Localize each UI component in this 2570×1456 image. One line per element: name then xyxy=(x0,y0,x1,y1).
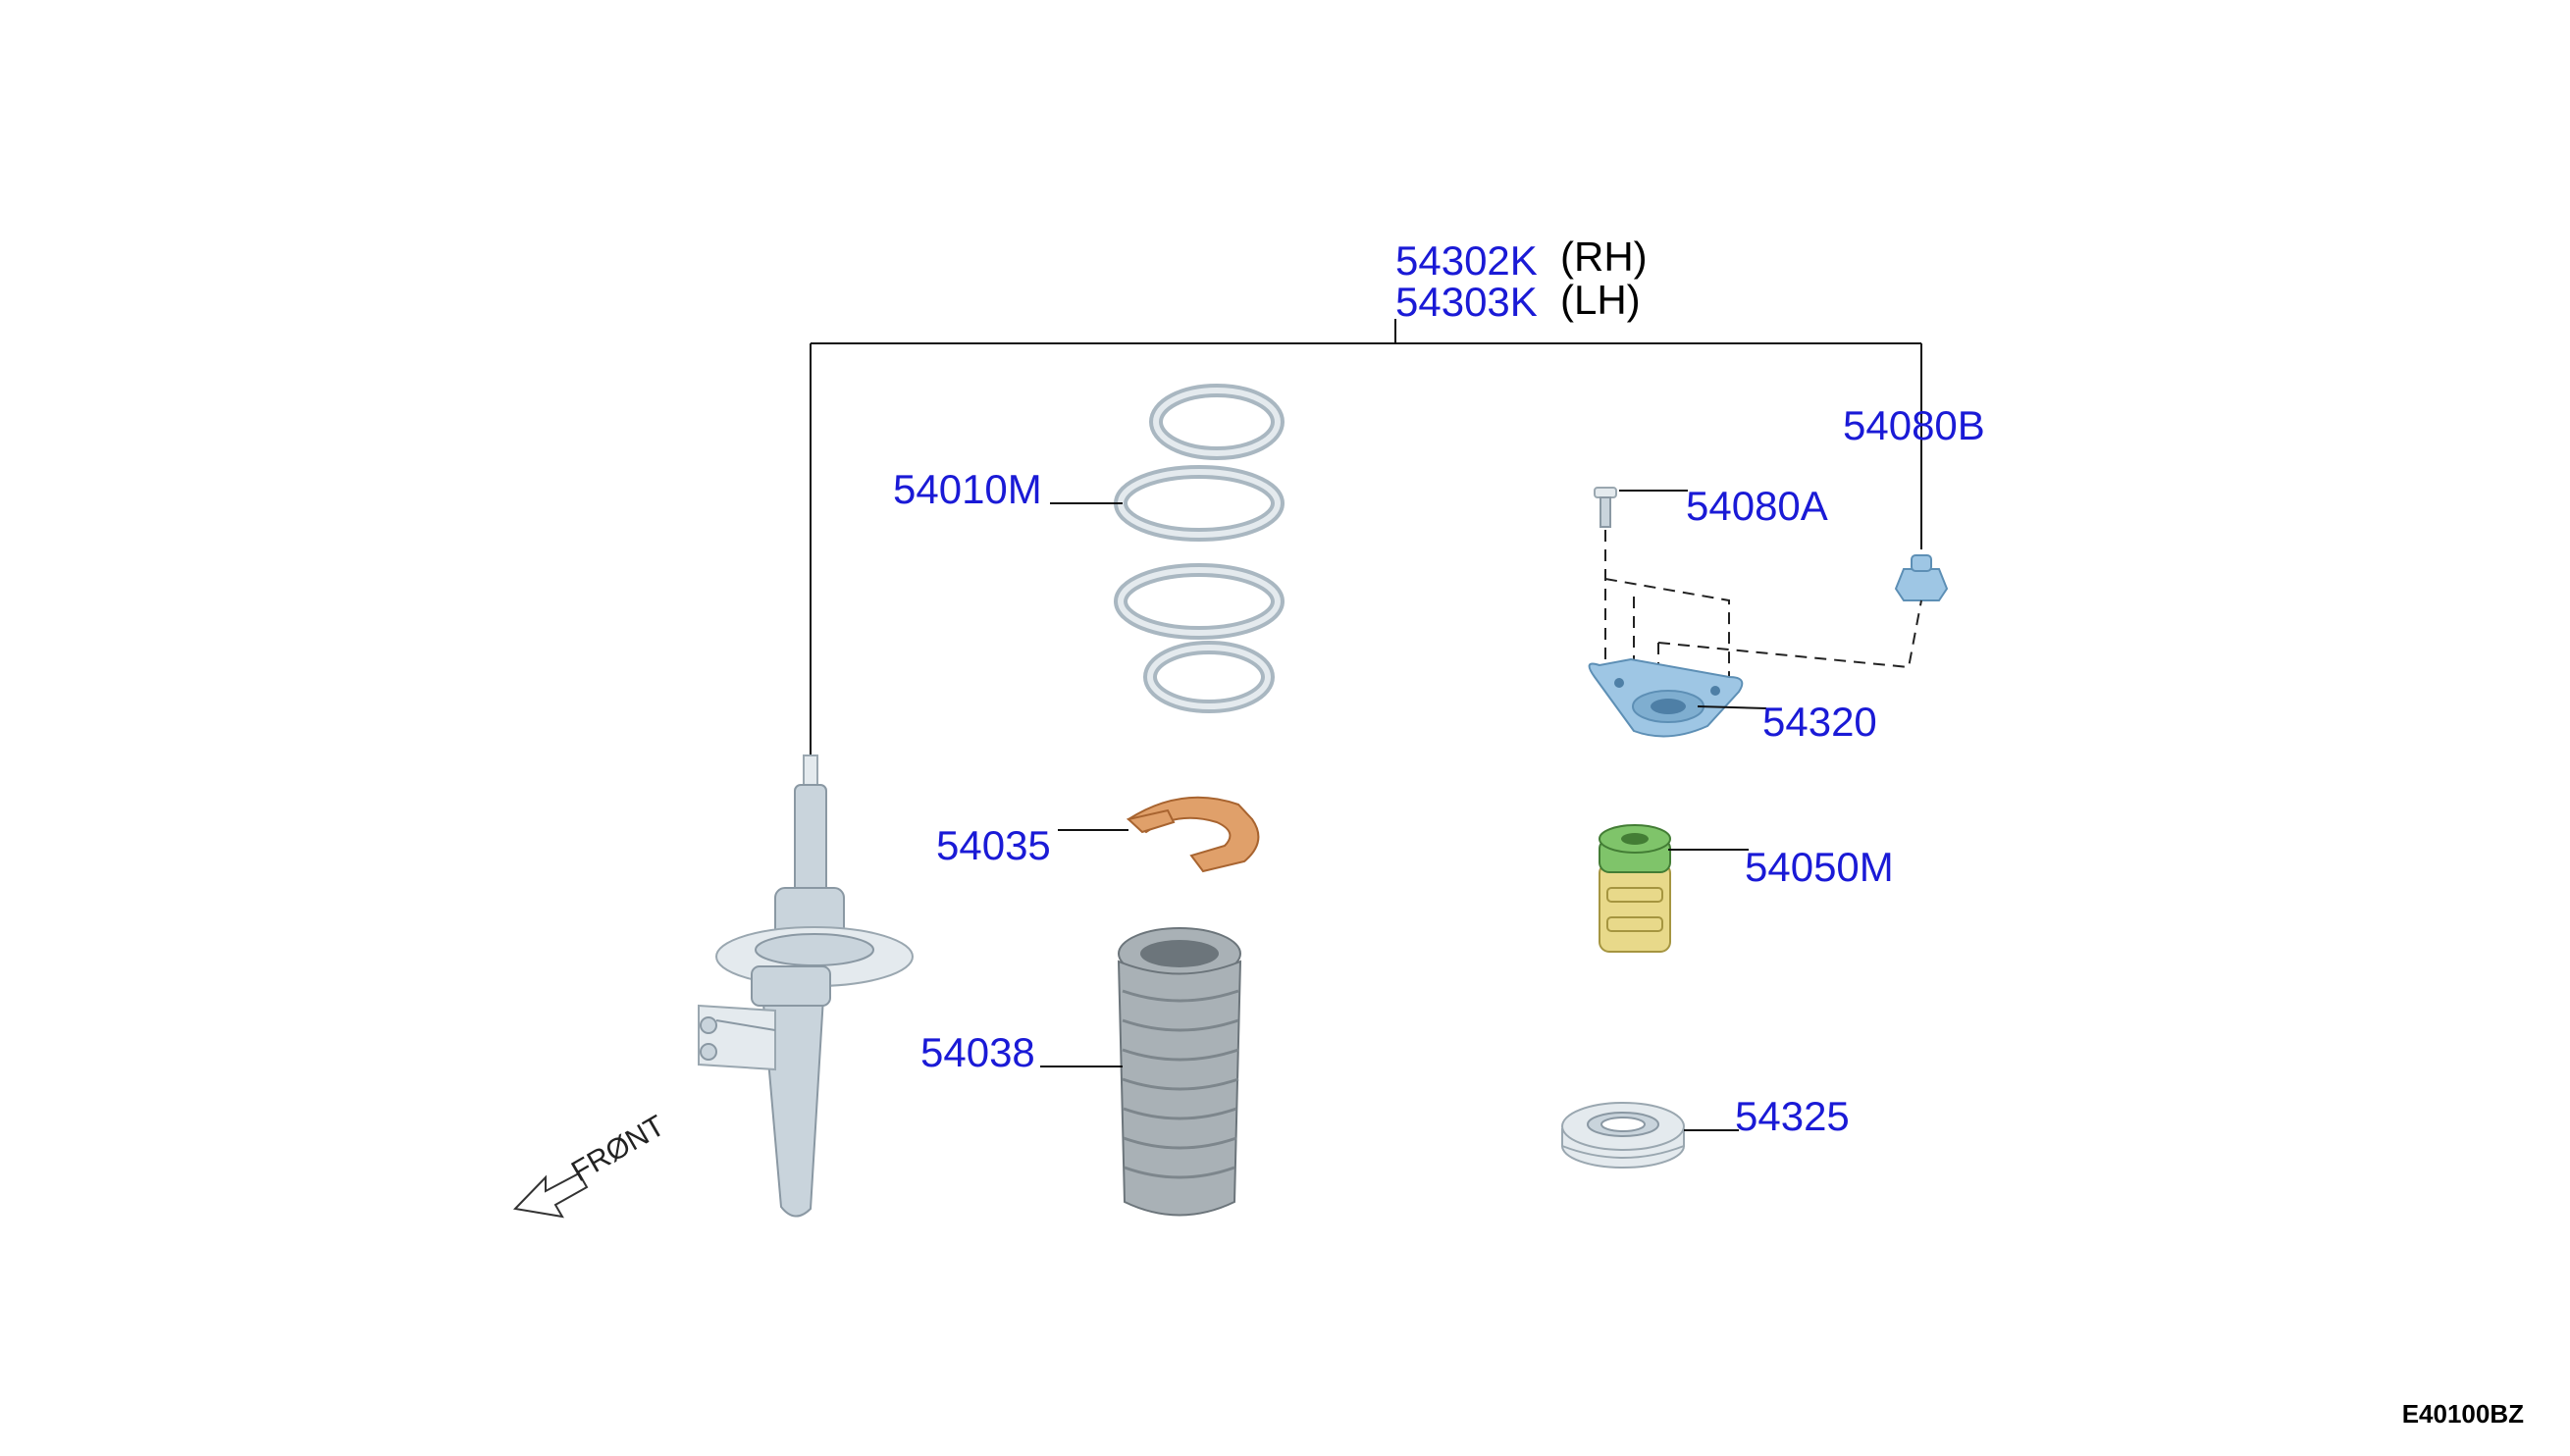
part-number-54050M[interactable]: 54050M xyxy=(1745,844,1894,890)
part-number-54320[interactable]: 54320 xyxy=(1762,699,1877,745)
part-number-54038[interactable]: 54038 xyxy=(920,1029,1035,1075)
assembly-rh-side: (RH) xyxy=(1560,234,1648,280)
part-number-54035[interactable]: 54035 xyxy=(936,822,1051,868)
bound-bumper-illustration xyxy=(1599,824,1671,953)
part-number-54325[interactable]: 54325 xyxy=(1735,1093,1850,1139)
diagram-code: E40100BZ xyxy=(2402,1399,2524,1429)
assembly-rh-part-number[interactable]: 54302K xyxy=(1395,237,1538,284)
assembly-bracket xyxy=(810,319,1922,755)
part-number-54080B[interactable]: 54080B xyxy=(1843,402,1985,448)
part-number-54080A[interactable]: 54080A xyxy=(1686,483,1828,529)
mount-nut-illustration xyxy=(1894,554,1949,601)
assembly-lh-side: (LH) xyxy=(1560,277,1641,323)
coil-spring-illustration xyxy=(1114,384,1285,713)
strut-assembly-illustration xyxy=(698,754,914,1218)
front-label: FRØNT xyxy=(566,1110,670,1188)
assembly-lh-part-number[interactable]: 54303K xyxy=(1395,279,1538,325)
part-number-54010M[interactable]: 54010M xyxy=(893,466,1042,512)
bearing-illustration xyxy=(1561,1102,1685,1169)
spring-seat-illustration xyxy=(1126,796,1260,873)
mount-bolt-illustration xyxy=(1594,487,1617,528)
strut-mount-illustration xyxy=(1588,657,1744,738)
front-direction-arrow xyxy=(512,1171,589,1219)
dust-boot-illustration xyxy=(1117,927,1242,1217)
